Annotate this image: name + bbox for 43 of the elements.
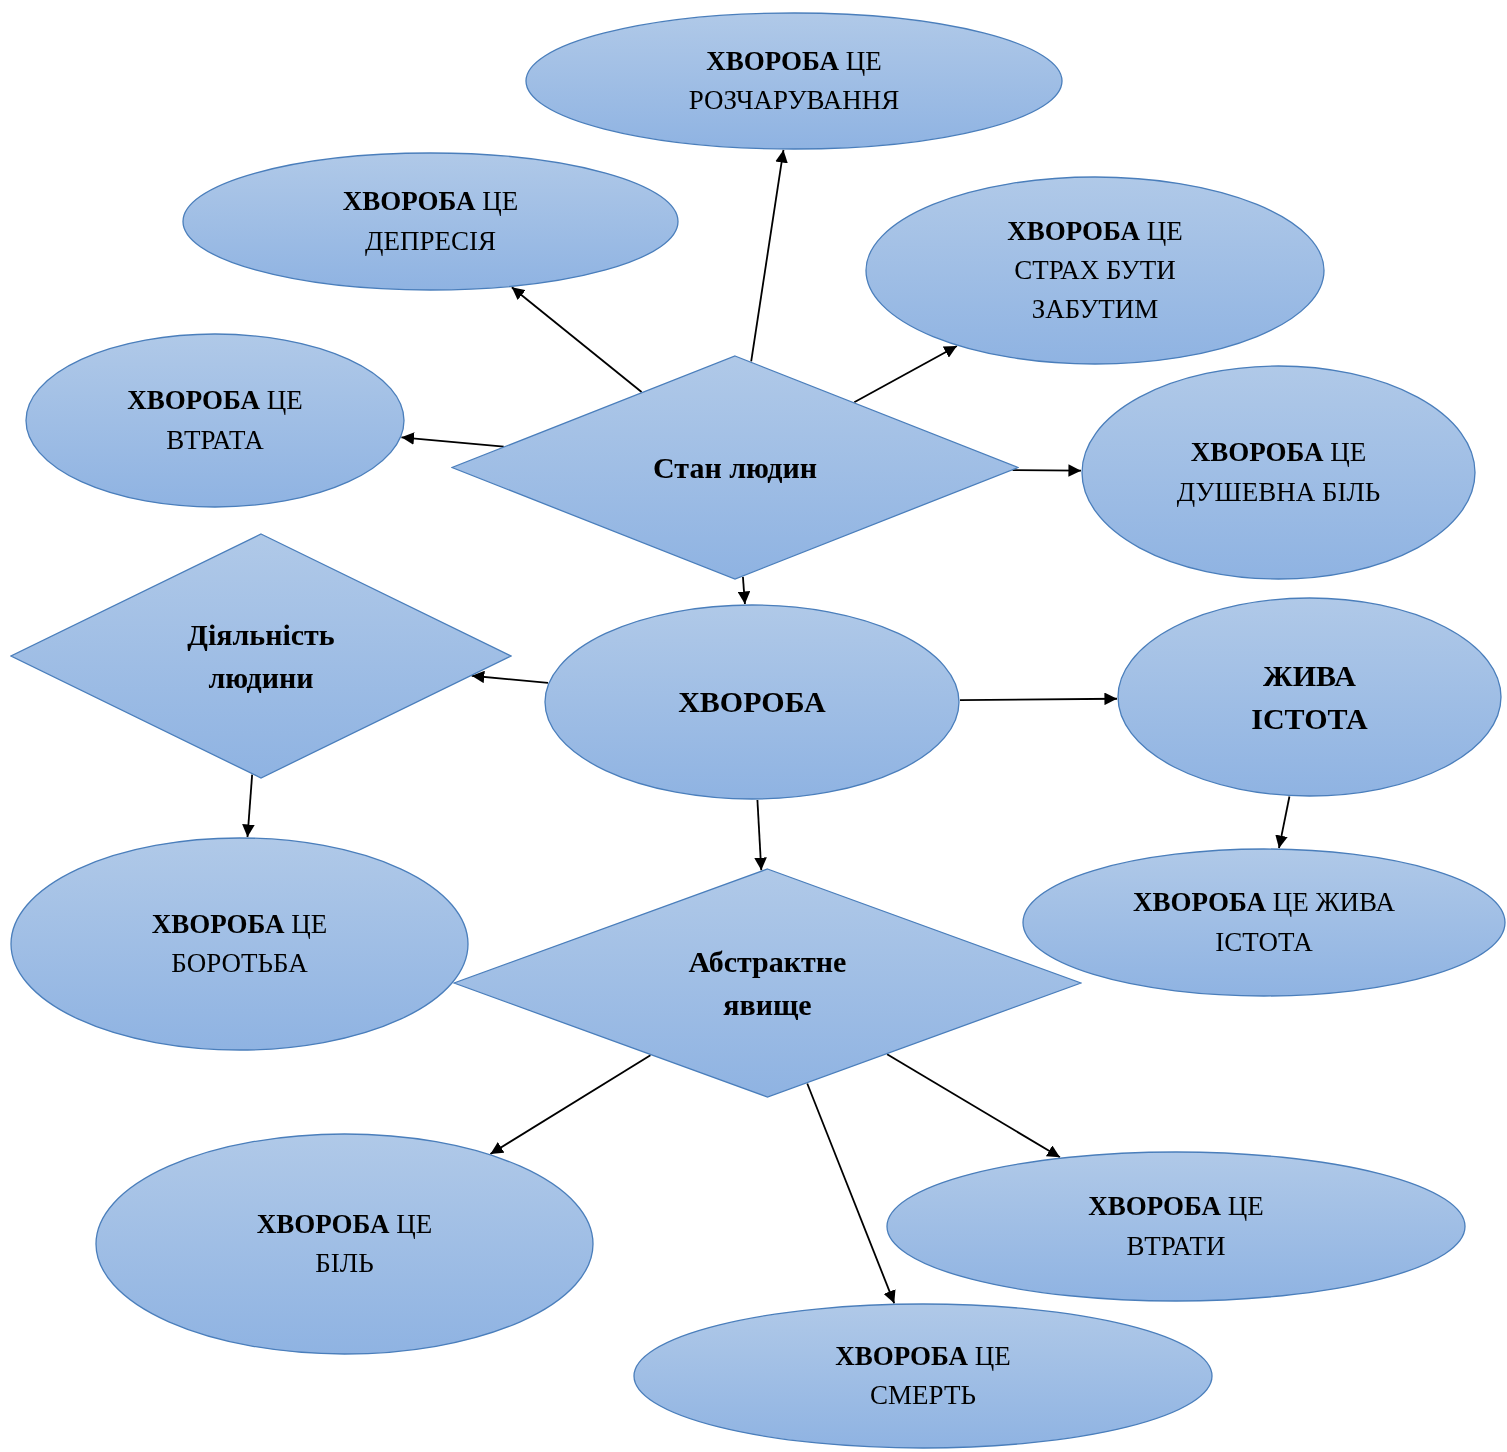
ellipse-node (525, 12, 1063, 150)
arrow (750, 149, 788, 363)
node-label: Стан людин (653, 449, 817, 486)
arrow (853, 345, 958, 404)
arrow (1275, 795, 1291, 850)
arrow (886, 1053, 1061, 1159)
arrow (400, 432, 505, 448)
arrow (737, 575, 751, 605)
ellipse-node (95, 1133, 594, 1355)
ellipse-node (10, 837, 469, 1051)
ellipse-node (1117, 597, 1502, 797)
arrow (806, 1082, 896, 1305)
ellipse-node (633, 1303, 1213, 1449)
arrow (242, 773, 255, 838)
arrow (470, 670, 549, 684)
arrow (754, 799, 767, 872)
node-label: ЖИВА ІСТОТА (1250, 657, 1369, 737)
arrow (959, 692, 1118, 706)
ellipse-node (544, 604, 960, 800)
node-label: ХВОРОБА ЦЕ РОЗЧАРУВАННЯ (687, 44, 901, 117)
node-label: ХВОРОБА ЦЕ СТРАХ БУТИ ЗАБУТИМ (1006, 214, 1184, 327)
node-label: Діяльність людини (186, 616, 336, 696)
arrow (510, 286, 643, 393)
node-label: ХВОРОБА ЦЕ ВТРАТИ (1087, 1190, 1265, 1263)
node-label: ХВОРОБА (678, 684, 826, 721)
node-label: ХВОРОБА ЦЕ БІЛЬ (255, 1207, 434, 1280)
node-label: ХВОРОБА ЦЕ СМЕРТЬ (834, 1339, 1012, 1412)
node-label: ХВОРОБА ЦЕ БОРОТЬБА (150, 907, 329, 980)
diamond-node (451, 355, 1019, 580)
ellipse-node (182, 152, 679, 291)
node-label: ХВОРОБА ЦЕ ВТРАТА (126, 384, 304, 457)
node-label: ХВОРОБА ЦЕ ДЕПРЕСІЯ (341, 185, 520, 258)
diamond-node (10, 533, 512, 779)
node-label: Абстрактне явище (687, 943, 848, 1023)
ellipse-node (1022, 848, 1506, 997)
ellipse-node (865, 176, 1325, 365)
ellipse-node (886, 1151, 1466, 1302)
arrow (489, 1054, 652, 1155)
ellipse-node (1081, 365, 1476, 580)
node-label: ХВОРОБА ЦЕ ДУШЕВНА БІЛЬ (1175, 436, 1382, 509)
node-label: ХВОРОБА ЦЕ ЖИВА ІСТОТА (1132, 886, 1396, 959)
ellipse-node (25, 333, 405, 508)
diamond-node (453, 868, 1082, 1098)
